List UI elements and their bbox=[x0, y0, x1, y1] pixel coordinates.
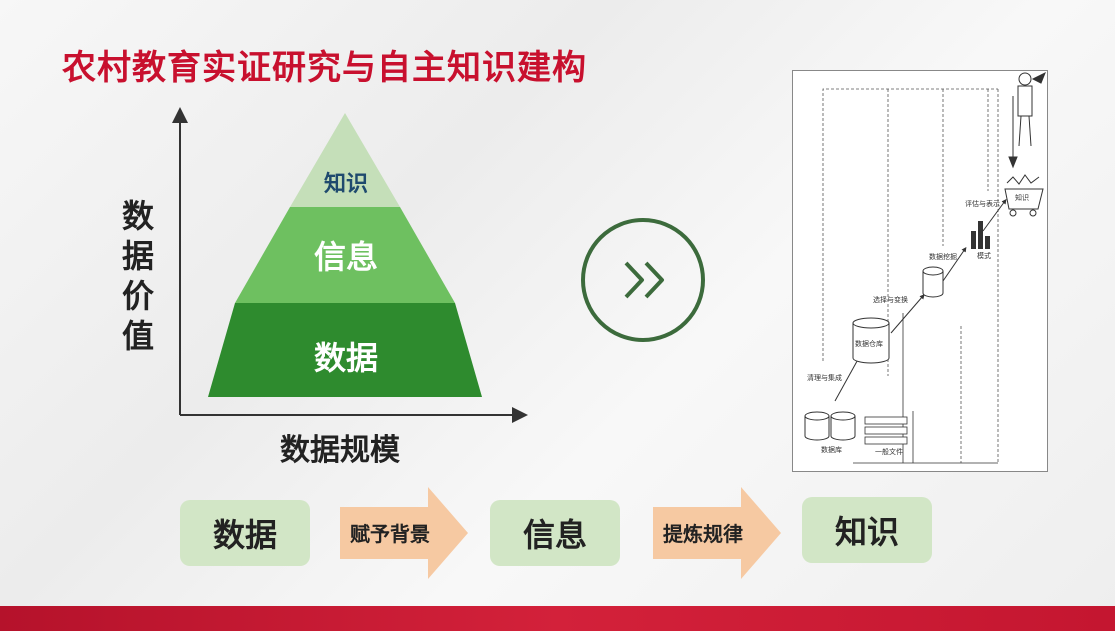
double-chevron-right-icon bbox=[581, 218, 705, 342]
flow-box-information: 信息 bbox=[490, 500, 620, 566]
label-database: 数据库 bbox=[821, 446, 842, 454]
flow-arrow-2-label: 提炼规律 bbox=[663, 522, 743, 546]
page-title: 农村教育实证研究与自主知识建构 bbox=[62, 48, 587, 88]
data-warehouse-icon bbox=[852, 317, 890, 364]
label-flat-files: 一般文件 bbox=[875, 448, 903, 456]
pyramid-level-information bbox=[235, 207, 455, 303]
label-knowledge: 知识 bbox=[1015, 194, 1029, 202]
label-cleaning: 清理与集成 bbox=[807, 374, 842, 382]
pyramid-chart bbox=[172, 107, 528, 423]
flat-files-icon bbox=[864, 416, 908, 445]
label-warehouse: 数据仓库 bbox=[855, 340, 883, 348]
flow-box-knowledge: 知识 bbox=[802, 497, 932, 563]
database-icon bbox=[804, 411, 856, 441]
pyramid-label-data: 数据 bbox=[313, 339, 378, 377]
pyramid-level-knowledge bbox=[290, 113, 400, 207]
flow-arrow-2 bbox=[653, 487, 781, 579]
pyramid-label-information: 信息 bbox=[313, 238, 378, 276]
flow-box-data: 数据 bbox=[180, 500, 310, 566]
knowledge-cart-icon bbox=[1004, 174, 1044, 217]
label-selection: 选择与变换 bbox=[873, 296, 908, 304]
kdd-process-diagram: 数据库 一般文件 清理与集成 数据仓库 选择与变换 数据挖掘 模式 评估与表示 … bbox=[792, 70, 1048, 472]
y-axis-label: 数据价值 bbox=[121, 197, 154, 355]
bottom-bar bbox=[0, 606, 1115, 631]
label-mining: 数据挖掘 bbox=[929, 253, 957, 261]
miner-figure-icon bbox=[1008, 71, 1046, 169]
label-patterns: 模式 bbox=[977, 252, 991, 260]
flow-arrow-1 bbox=[340, 487, 468, 579]
patterns-icon bbox=[971, 221, 990, 249]
x-axis-label: 数据规模 bbox=[280, 433, 400, 468]
pyramid-label-knowledge: 知识 bbox=[323, 172, 368, 197]
label-evaluation: 评估与表示 bbox=[965, 200, 1000, 208]
flow-arrow-1-label: 赋予背景 bbox=[350, 522, 430, 546]
pyramid-level-data bbox=[208, 303, 482, 397]
task-data-icon bbox=[922, 266, 944, 298]
